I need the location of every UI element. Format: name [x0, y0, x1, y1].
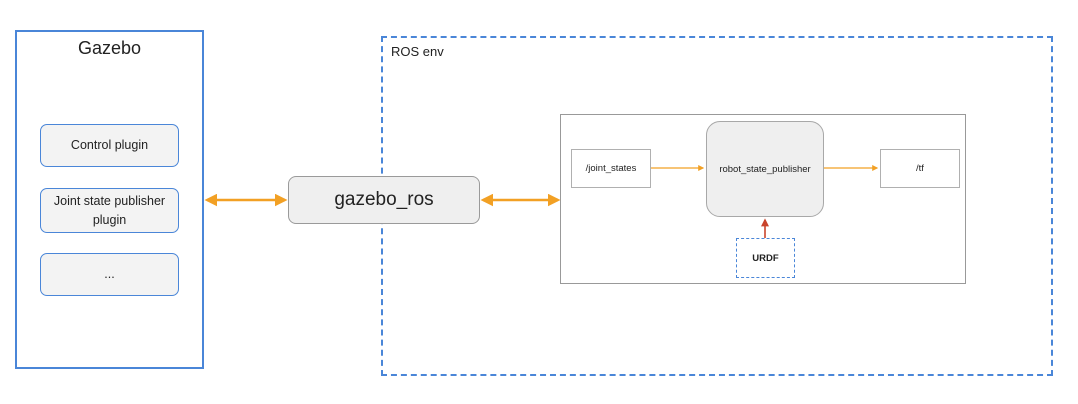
- urdf-box: URDF: [736, 238, 795, 278]
- gazebo-ros-node: gazebo_ros: [288, 176, 480, 224]
- gazebo-ros-label: gazebo_ros: [334, 189, 434, 210]
- plugin-joint-state-publisher-label: Joint state publisher plugin: [53, 193, 166, 227]
- gazebo-title: Gazebo: [77, 38, 142, 58]
- tf-topic: /tf: [880, 149, 960, 188]
- robot-state-publisher-label: robot_state_publisher: [719, 163, 811, 175]
- ros-env-title: ROS env: [391, 44, 444, 59]
- plugin-more: ...: [40, 253, 179, 296]
- plugin-joint-state-publisher: Joint state publisher plugin: [40, 188, 179, 233]
- urdf-label: URDF: [752, 252, 779, 264]
- robot-state-publisher-node: robot_state_publisher: [706, 121, 824, 217]
- plugin-control-label: Control plugin: [70, 138, 149, 152]
- joint-states-label: /joint_states: [585, 163, 637, 174]
- plugin-more-label: ...: [104, 267, 115, 281]
- joint-states-topic: /joint_states: [571, 149, 651, 188]
- tf-label: /tf: [916, 163, 924, 174]
- plugin-control: Control plugin: [40, 124, 179, 167]
